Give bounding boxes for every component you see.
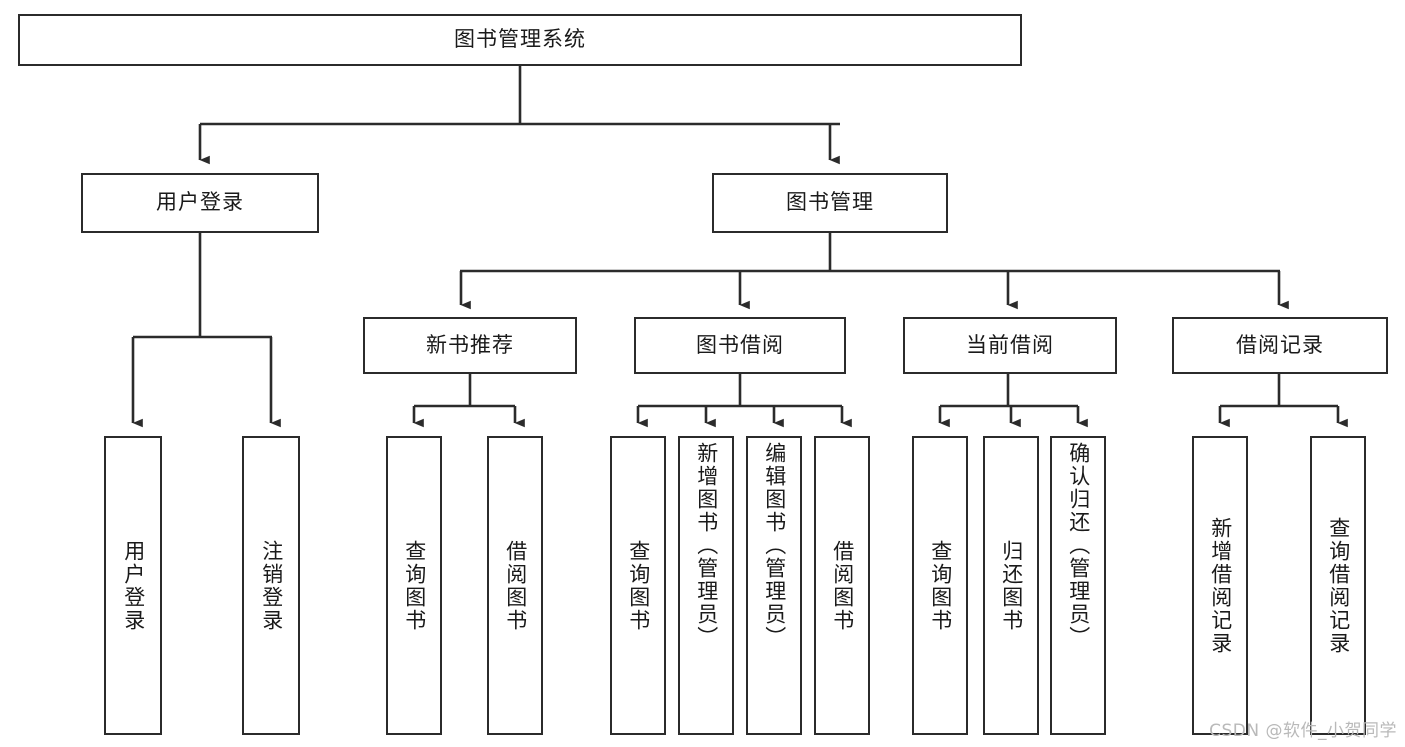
node-book-management[interactable]: 图书管理 bbox=[712, 173, 948, 233]
leaf-cb-query-books[interactable]: 查询图书 bbox=[912, 436, 968, 735]
leaf-logout-label: 注销登录 bbox=[259, 539, 284, 632]
leaf-nbr-query-books[interactable]: 查询图书 bbox=[386, 436, 442, 735]
leaf-cb-return-book-label: 归还图书 bbox=[999, 539, 1024, 632]
watermark-text: CSDN @软件_小贺同学 bbox=[1209, 721, 1397, 741]
leaf-bb-add-book-label: 新增图书（管理员） bbox=[694, 442, 719, 649]
leaf-logout[interactable]: 注销登录 bbox=[242, 436, 300, 735]
leaf-br-query-record-label: 查询借阅记录 bbox=[1326, 516, 1351, 655]
leaf-bb-edit-book-label: 编辑图书（管理员） bbox=[762, 442, 787, 649]
node-book-borrow[interactable]: 图书借阅 bbox=[634, 317, 846, 374]
leaf-cb-confirm-return[interactable]: 确认归还（管理员） bbox=[1050, 436, 1106, 735]
leaf-cb-confirm-return-label: 确认归还（管理员） bbox=[1066, 442, 1091, 649]
leaf-user-login-label: 用户登录 bbox=[121, 539, 146, 632]
leaf-nbr-query-books-label: 查询图书 bbox=[402, 539, 427, 632]
leaf-nbr-borrow-books-label: 借阅图书 bbox=[503, 539, 528, 632]
node-root-label: 图书管理系统 bbox=[454, 27, 586, 52]
leaf-user-login[interactable]: 用户登录 bbox=[104, 436, 162, 735]
node-current-borrow-label: 当前借阅 bbox=[966, 332, 1054, 357]
node-new-book-recommend[interactable]: 新书推荐 bbox=[363, 317, 577, 374]
node-root[interactable]: 图书管理系统 bbox=[18, 14, 1022, 66]
node-user-login-label: 用户登录 bbox=[156, 190, 244, 215]
leaf-br-add-record[interactable]: 新增借阅记录 bbox=[1192, 436, 1248, 735]
leaf-bb-borrow-book-label: 借阅图书 bbox=[830, 539, 855, 632]
node-borrow-records-label: 借阅记录 bbox=[1236, 332, 1324, 357]
leaf-bb-borrow-book[interactable]: 借阅图书 bbox=[814, 436, 870, 735]
node-book-borrow-label: 图书借阅 bbox=[696, 332, 784, 357]
leaf-bb-add-book[interactable]: 新增图书（管理员） bbox=[678, 436, 734, 735]
leaf-cb-query-books-label: 查询图书 bbox=[928, 539, 953, 632]
leaf-bb-query-books-label: 查询图书 bbox=[626, 539, 651, 632]
node-book-management-label: 图书管理 bbox=[786, 190, 874, 215]
node-new-book-recommend-label: 新书推荐 bbox=[426, 332, 514, 357]
leaf-bb-edit-book[interactable]: 编辑图书（管理员） bbox=[746, 436, 802, 735]
leaf-bb-query-books[interactable]: 查询图书 bbox=[610, 436, 666, 735]
leaf-br-query-record[interactable]: 查询借阅记录 bbox=[1310, 436, 1366, 735]
node-current-borrow[interactable]: 当前借阅 bbox=[903, 317, 1117, 374]
leaf-cb-return-book[interactable]: 归还图书 bbox=[983, 436, 1039, 735]
node-borrow-records[interactable]: 借阅记录 bbox=[1172, 317, 1388, 374]
node-user-login[interactable]: 用户登录 bbox=[81, 173, 319, 233]
leaf-nbr-borrow-books[interactable]: 借阅图书 bbox=[487, 436, 543, 735]
leaf-br-add-record-label: 新增借阅记录 bbox=[1208, 516, 1233, 655]
